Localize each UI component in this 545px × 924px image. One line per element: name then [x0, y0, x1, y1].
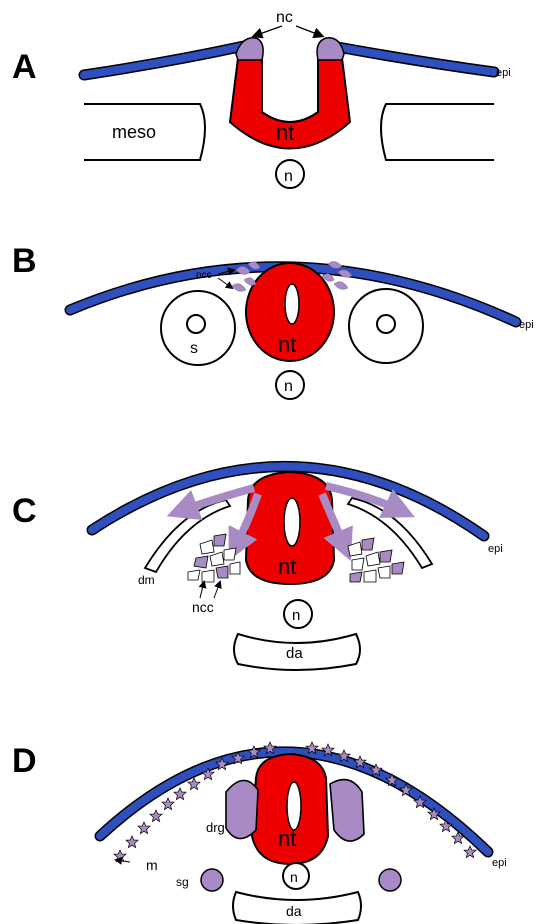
panel-c: C [12, 466, 503, 670]
panel-c-label-ncc: ncc [192, 599, 214, 615]
panel-d-label-nt: nt [278, 826, 296, 851]
panel-b-label-s: s [190, 340, 198, 357]
panel-d-drg-right [330, 780, 364, 842]
panel-d-letter: D [12, 742, 37, 780]
panel-d-label-sg: sg [176, 875, 189, 889]
panel-d-sympathetic-ganglion-right [379, 869, 401, 891]
panel-c-label-da: da [286, 645, 303, 662]
panel-b-label-ncc: ncc [196, 270, 212, 281]
panel-b-label-epi: epi [519, 319, 534, 331]
panel-b-label-nt: nt [278, 332, 296, 357]
panel-d-label-epi: epi [492, 857, 507, 869]
panel-b-label-n: n [284, 378, 293, 395]
panel-a-mesoderm-right [381, 104, 494, 160]
panel-a-neural-crest-left [236, 38, 263, 60]
panel-d-label-da: da [286, 903, 302, 919]
panel-a-label-nc: nc [276, 9, 293, 26]
panel-a-label-meso: meso [112, 122, 156, 142]
panel-d-drg-left [226, 780, 258, 838]
panel-a-label-n: n [284, 168, 293, 185]
panel-c-letter: C [12, 492, 37, 530]
panel-d-label-drg: drg [206, 820, 225, 835]
panel-a-neural-crest-right [317, 38, 344, 60]
panel-b-letter: B [12, 242, 37, 280]
panel-d-label-m: m [146, 857, 158, 873]
panel-c-label-dm: dm [138, 573, 155, 587]
panel-d: D drg epi m sg nt n [12, 742, 507, 924]
panel-d-sympathetic-ganglion-left [201, 869, 223, 891]
panel-c-label-nt: nt [278, 554, 296, 579]
panel-a-label-epi: epi [496, 67, 511, 79]
panel-a: A nc epi meso nt n [12, 9, 511, 188]
panel-c-label-epi: epi [488, 543, 503, 555]
panel-a-letter: A [12, 48, 37, 86]
panel-d-label-n: n [290, 869, 298, 885]
panel-b: B ncc epi s nt n [12, 242, 534, 399]
panel-c-label-n: n [292, 607, 300, 624]
panel-a-label-nt: nt [276, 120, 294, 145]
